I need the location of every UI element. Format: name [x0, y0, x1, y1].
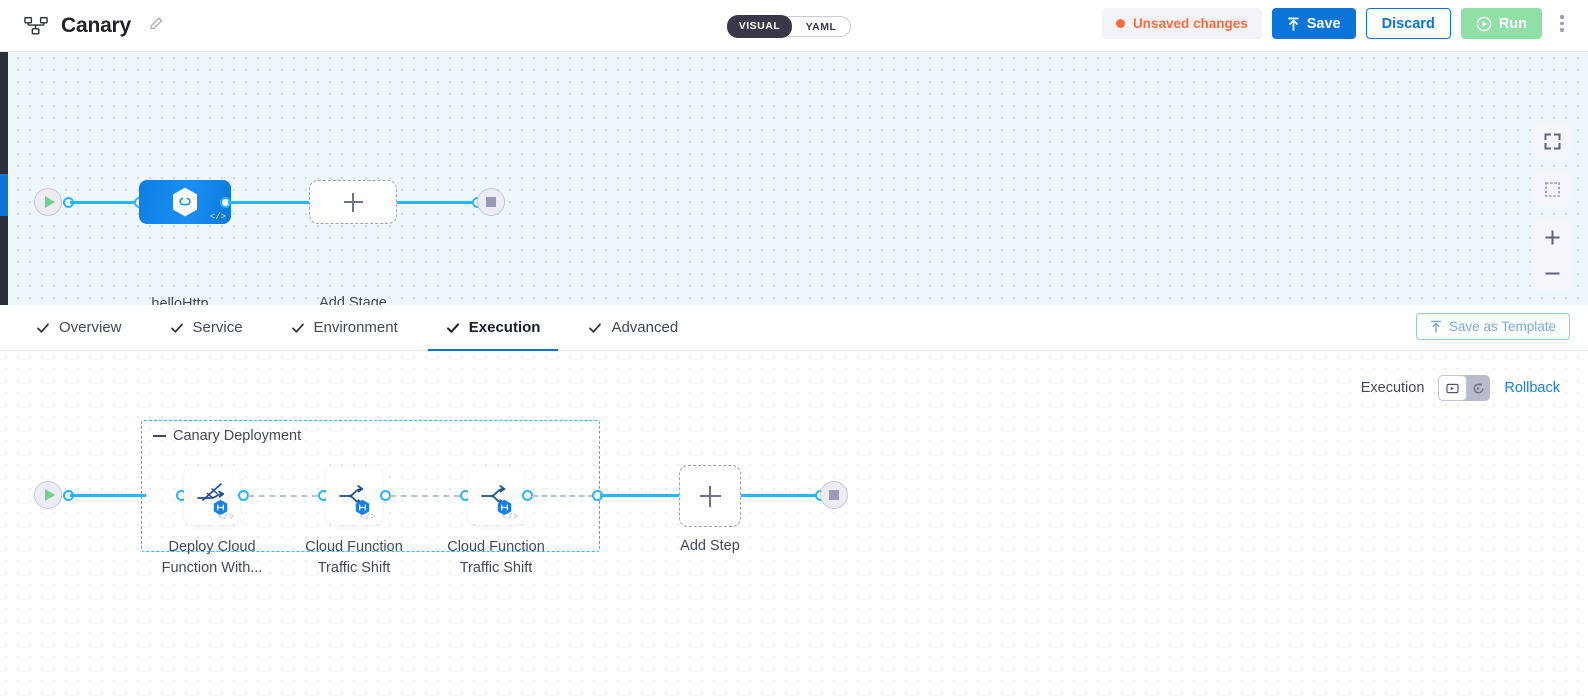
- save-button-label: Save: [1306, 15, 1341, 32]
- stage-group-title-label: Canary Deployment: [173, 428, 302, 444]
- edge-stage-to-addstage: [228, 201, 310, 204]
- page-title: Canary: [61, 13, 132, 37]
- execution-flow-icon[interactable]: [1438, 375, 1468, 401]
- stage-code-mark: </>: [209, 212, 226, 222]
- execution-mode-label: Execution: [1360, 380, 1425, 396]
- toggle-visual[interactable]: VISUAL: [727, 14, 792, 38]
- rollback-link[interactable]: Rollback: [1504, 380, 1560, 396]
- stage-group-title[interactable]: Canary Deployment: [153, 428, 301, 444]
- stage-config-tabs: Overview Service Environment Execution A…: [0, 305, 1588, 352]
- step-card-traffic-shift-2[interactable]: </>: [468, 467, 524, 525]
- step-label-2: Cloud Function Traffic Shift: [305, 539, 403, 577]
- check-icon: [37, 323, 49, 333]
- app-header: Canary VISUAL YAML Unsaved changes Save: [0, 0, 1588, 52]
- edge-addstep-to-end: [741, 494, 821, 497]
- add-stage-label: Add Stage: [319, 295, 387, 305]
- canvas-select-control[interactable]: [1534, 171, 1570, 207]
- step-code-mark: </>: [217, 512, 234, 522]
- step-label-1: Deploy Cloud Function With...: [161, 539, 263, 577]
- discard-button[interactable]: Discard: [1365, 8, 1451, 39]
- play-icon: [44, 489, 55, 501]
- pencil-icon[interactable]: [144, 15, 165, 37]
- execution-end-node[interactable]: [820, 481, 848, 509]
- view-mode-toggle[interactable]: VISUAL YAML: [727, 14, 851, 38]
- upload-icon: [1287, 17, 1299, 31]
- check-icon: [446, 322, 459, 333]
- save-as-template-label: Save as Template: [1448, 319, 1556, 334]
- tab-execution-label: Execution: [468, 319, 541, 336]
- discard-button-label: Discard: [1381, 15, 1435, 32]
- unsaved-changes-badge: Unsaved changes: [1101, 8, 1262, 39]
- add-step-button[interactable]: [679, 465, 741, 527]
- plus-icon[interactable]: [1534, 219, 1570, 255]
- stage-canvas[interactable]: </> helloHttp Add Stage: [0, 52, 1588, 305]
- run-button-label: Run: [1498, 15, 1527, 32]
- toggle-yaml[interactable]: YAML: [805, 20, 837, 33]
- run-button[interactable]: Run: [1460, 8, 1542, 39]
- fullscreen-icon[interactable]: [1534, 123, 1570, 159]
- link-hexagon-icon: [173, 187, 197, 217]
- tab-service[interactable]: Service: [152, 305, 261, 351]
- edge-step3-to-groupend: [532, 495, 594, 497]
- pipeline-end-node[interactable]: [477, 188, 505, 216]
- save-button[interactable]: Save: [1271, 8, 1356, 39]
- edge-start-to-group: [70, 494, 146, 497]
- collapse-dash-icon[interactable]: [153, 435, 166, 437]
- stop-icon: [829, 490, 839, 500]
- tab-execution[interactable]: Execution: [427, 305, 559, 352]
- check-icon: [589, 323, 602, 333]
- edge-step2-to-step3: [390, 495, 460, 497]
- step-card-traffic-shift-1[interactable]: </>: [326, 467, 382, 525]
- edge-group-to-addstep: [600, 494, 680, 497]
- kebab-menu-icon[interactable]: [1552, 8, 1572, 39]
- step-code-mark: </>: [501, 512, 518, 522]
- add-step-label: Add Step: [680, 538, 740, 554]
- tab-advanced-label: Advanced: [611, 319, 679, 336]
- header-actions: Unsaved changes Save Discard Run: [1101, 8, 1572, 39]
- status-dot-icon: [1115, 19, 1125, 28]
- canvas-zoom-control[interactable]: [1534, 219, 1570, 291]
- pipeline-start-node[interactable]: [34, 188, 62, 216]
- save-as-template-button[interactable]: Save as Template: [1415, 313, 1570, 340]
- tab-overview-label: Overview: [59, 319, 122, 336]
- play-icon: [44, 196, 55, 208]
- step-code-mark: </>: [359, 512, 376, 522]
- step-badge-icon: [355, 499, 370, 516]
- play-circle-icon: [1476, 16, 1492, 31]
- stop-icon: [486, 197, 496, 207]
- execution-start-node[interactable]: [34, 481, 62, 509]
- canvas-left-strip-highlight: [0, 174, 8, 216]
- dashed-select-icon[interactable]: [1534, 171, 1570, 207]
- rollback-flow-icon[interactable]: [1467, 382, 1490, 395]
- check-icon: [291, 323, 304, 333]
- execution-rollback-toggle[interactable]: [1438, 375, 1491, 401]
- upload-icon: [1430, 320, 1442, 333]
- edge-step1-to-step2: [248, 495, 318, 497]
- tab-overview[interactable]: Overview: [18, 305, 140, 351]
- tab-service-label: Service: [192, 319, 243, 336]
- stage-node-hellohttp[interactable]: </>: [139, 180, 231, 224]
- tab-advanced[interactable]: Advanced: [570, 305, 696, 351]
- unsaved-changes-label: Unsaved changes: [1132, 16, 1248, 31]
- minus-icon[interactable]: [1534, 255, 1570, 291]
- step-card-deploy-cloud-function[interactable]: </>: [184, 467, 240, 525]
- check-icon: [170, 323, 183, 333]
- step-badge-icon: [497, 499, 512, 516]
- tab-environment-label: Environment: [313, 319, 398, 336]
- stage-label-hellohttp: helloHttp: [151, 296, 209, 305]
- execution-canvas[interactable]: Execution Rollback: [0, 351, 1588, 699]
- execution-mode-row: Execution Rollback: [1361, 375, 1560, 401]
- step-badge-icon: [213, 499, 228, 516]
- step-label-3: Cloud Function Traffic Shift: [447, 539, 545, 577]
- stage-group-canary-deployment[interactable]: [141, 420, 600, 552]
- edge-addstage-to-end: [397, 201, 479, 204]
- edge-start-to-stage: [70, 201, 139, 204]
- add-stage-button[interactable]: [309, 180, 397, 224]
- pipeline-nodes-icon: [24, 16, 48, 36]
- deploy-function-icon: [197, 483, 225, 501]
- canvas-fullscreen-control[interactable]: [1534, 123, 1570, 159]
- header-left: Canary: [0, 14, 165, 38]
- tab-environment[interactable]: Environment: [273, 305, 416, 351]
